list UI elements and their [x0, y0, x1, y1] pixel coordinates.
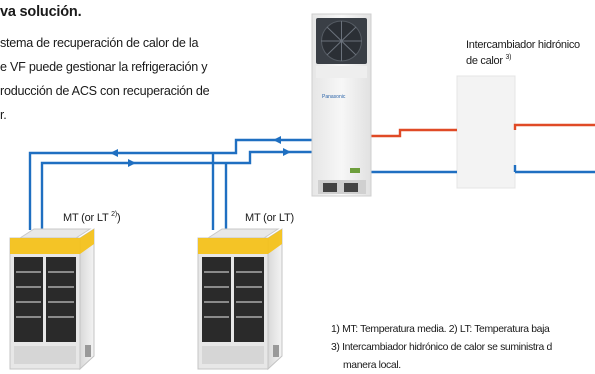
eco-badge	[350, 168, 360, 173]
arrow-right-icon	[283, 148, 291, 156]
hot-water-pipes	[370, 123, 595, 138]
case-1-label-text: MT (or LT	[63, 212, 109, 224]
exchanger-label-line2: de calor 3)	[466, 54, 512, 67]
arrow-right-icon	[128, 159, 136, 167]
footnote-1: 1) MT: Temperatura media. 2) LT: Tempera…	[331, 324, 550, 335]
case-1-label: MT (or LT 2))	[63, 211, 121, 224]
display-case-2	[197, 228, 283, 371]
case-1-footnote-ref: 2)	[111, 211, 117, 218]
pipe-loop-inner	[40, 150, 312, 230]
intro-line-2: e VF puede gestionar la refrigeración y	[0, 60, 208, 74]
exchanger-label-line1: Intercambiador hidrónico	[466, 39, 580, 51]
flow-arrows	[110, 136, 291, 167]
heading: va solución.	[0, 4, 82, 20]
footnote-2: 3) Intercambiador hidrónico de calor se …	[331, 342, 552, 353]
intro-line-4: r.	[0, 108, 7, 122]
intro-line-1: stema de recuperación de calor de la	[0, 36, 199, 50]
footnote-3: manera local.	[343, 360, 401, 371]
intro-line-3: roducción de ACS con recuperación de	[0, 84, 210, 98]
arrow-left-icon	[273, 136, 281, 144]
outdoor-unit: Panasonic	[311, 13, 372, 197]
arrow-left-icon	[110, 149, 118, 157]
refrigerant-pipes	[28, 138, 595, 230]
case-1-label-end: )	[116, 212, 121, 224]
exchanger-footnote-ref: 3)	[505, 54, 512, 61]
brand-logo: Panasonic	[322, 94, 346, 100]
pipe-loop-outer	[28, 138, 312, 230]
case-2-label: MT (or LT)	[245, 212, 294, 224]
heat-exchanger	[456, 75, 516, 189]
display-case-1	[9, 228, 95, 371]
exchanger-label-text: de calor	[466, 55, 503, 67]
